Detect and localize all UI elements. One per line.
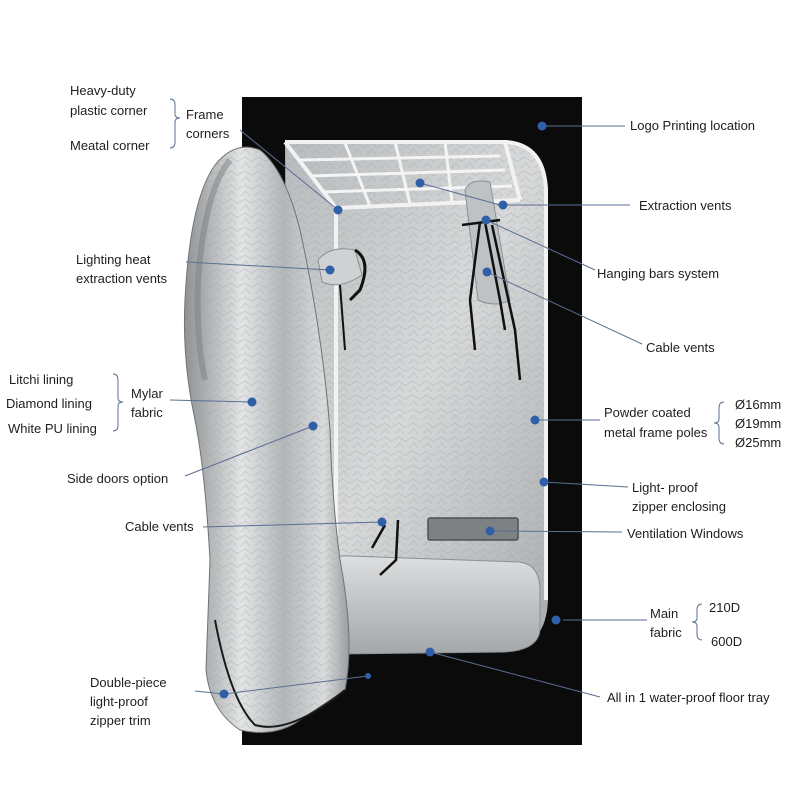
label-double-piece-1: Double-piece: [90, 675, 167, 690]
marker-zipper: [539, 477, 549, 487]
ventilation-window: [427, 517, 519, 541]
label-floor-tray: All in 1 water-proof floor tray: [607, 690, 770, 705]
label-diamond-lining: Diamond lining: [6, 396, 92, 411]
label-fabric-210d: 210D: [709, 600, 740, 615]
marker-logo: [537, 121, 547, 131]
label-main-fabric-1: Main: [650, 606, 678, 621]
label-pole-16: Ø16mm: [735, 397, 781, 412]
extraction-vent-duct: [464, 180, 511, 305]
label-double-piece-2: light-proof: [90, 694, 148, 709]
marker-floor-tray: [425, 647, 435, 657]
label-pole-19: Ø19mm: [735, 416, 781, 431]
marker-ventilation: [485, 526, 495, 536]
label-heavy-duty-1: Heavy-duty: [70, 83, 136, 98]
label-lighting-heat-2: extraction vents: [76, 271, 168, 286]
marker-extraction: [498, 200, 508, 210]
leader-lines: [112, 98, 725, 698]
label-lighting-heat-1: Lighting heat: [76, 252, 151, 267]
label-white-pu-lining: White PU lining: [8, 421, 97, 436]
label-logo-printing: Logo Printing location: [630, 118, 755, 133]
label-double-piece-3: zipper trim: [90, 713, 151, 728]
label-mylar-2: fabric: [131, 405, 163, 420]
marker-dots: [219, 121, 561, 699]
tent-illustration: [183, 97, 582, 745]
label-hanging-bars: Hanging bars system: [597, 266, 719, 281]
hanging-bars-straps: [461, 218, 522, 381]
marker-cable-vents-right: [482, 267, 492, 277]
label-cable-vents-right: Cable vents: [646, 340, 715, 355]
marker-main-fabric: [551, 615, 561, 625]
label-heavy-duty-2: plastic corner: [70, 103, 148, 118]
label-main-fabric-2: fabric: [650, 625, 682, 640]
label-meatal-corner: Meatal corner: [70, 138, 150, 153]
label-powder-1: Powder coated: [604, 405, 691, 420]
lighting-heat-duct: [317, 248, 363, 286]
label-light-proof-2: zipper enclosing: [632, 499, 726, 514]
label-litchi-lining: Litchi lining: [9, 372, 73, 387]
marker-side-doors: [308, 421, 318, 431]
label-fabric-600d: 600D: [711, 634, 742, 649]
marker-cable-vents-left: [377, 517, 387, 527]
floor-tray: [317, 555, 541, 655]
marker-roof: [415, 178, 425, 188]
marker-hanging-bars: [481, 215, 491, 225]
label-ventilation-windows: Ventilation Windows: [627, 526, 744, 541]
marker-mylar: [247, 397, 257, 407]
label-frame-corners-2: corners: [186, 126, 230, 141]
label-extraction-vents: Extraction vents: [639, 198, 732, 213]
marker-frame-corner: [333, 205, 343, 215]
label-frame-corners-1: Frame: [186, 107, 224, 122]
marker-lighting-heat: [325, 265, 335, 275]
labels: Heavy-duty plastic corner Meatal corner …: [6, 83, 781, 728]
label-cable-vents-left: Cable vents: [125, 519, 194, 534]
marker-zipper-trim: [219, 689, 229, 699]
label-light-proof-1: Light- proof: [632, 480, 698, 495]
label-mylar-1: Mylar: [131, 386, 163, 401]
marker-zipper-trim-2: [365, 673, 371, 679]
label-pole-25: Ø25mm: [735, 435, 781, 450]
marker-frame-poles: [530, 415, 540, 425]
label-powder-2: metal frame poles: [604, 425, 708, 440]
label-side-doors: Side doors option: [67, 471, 168, 486]
